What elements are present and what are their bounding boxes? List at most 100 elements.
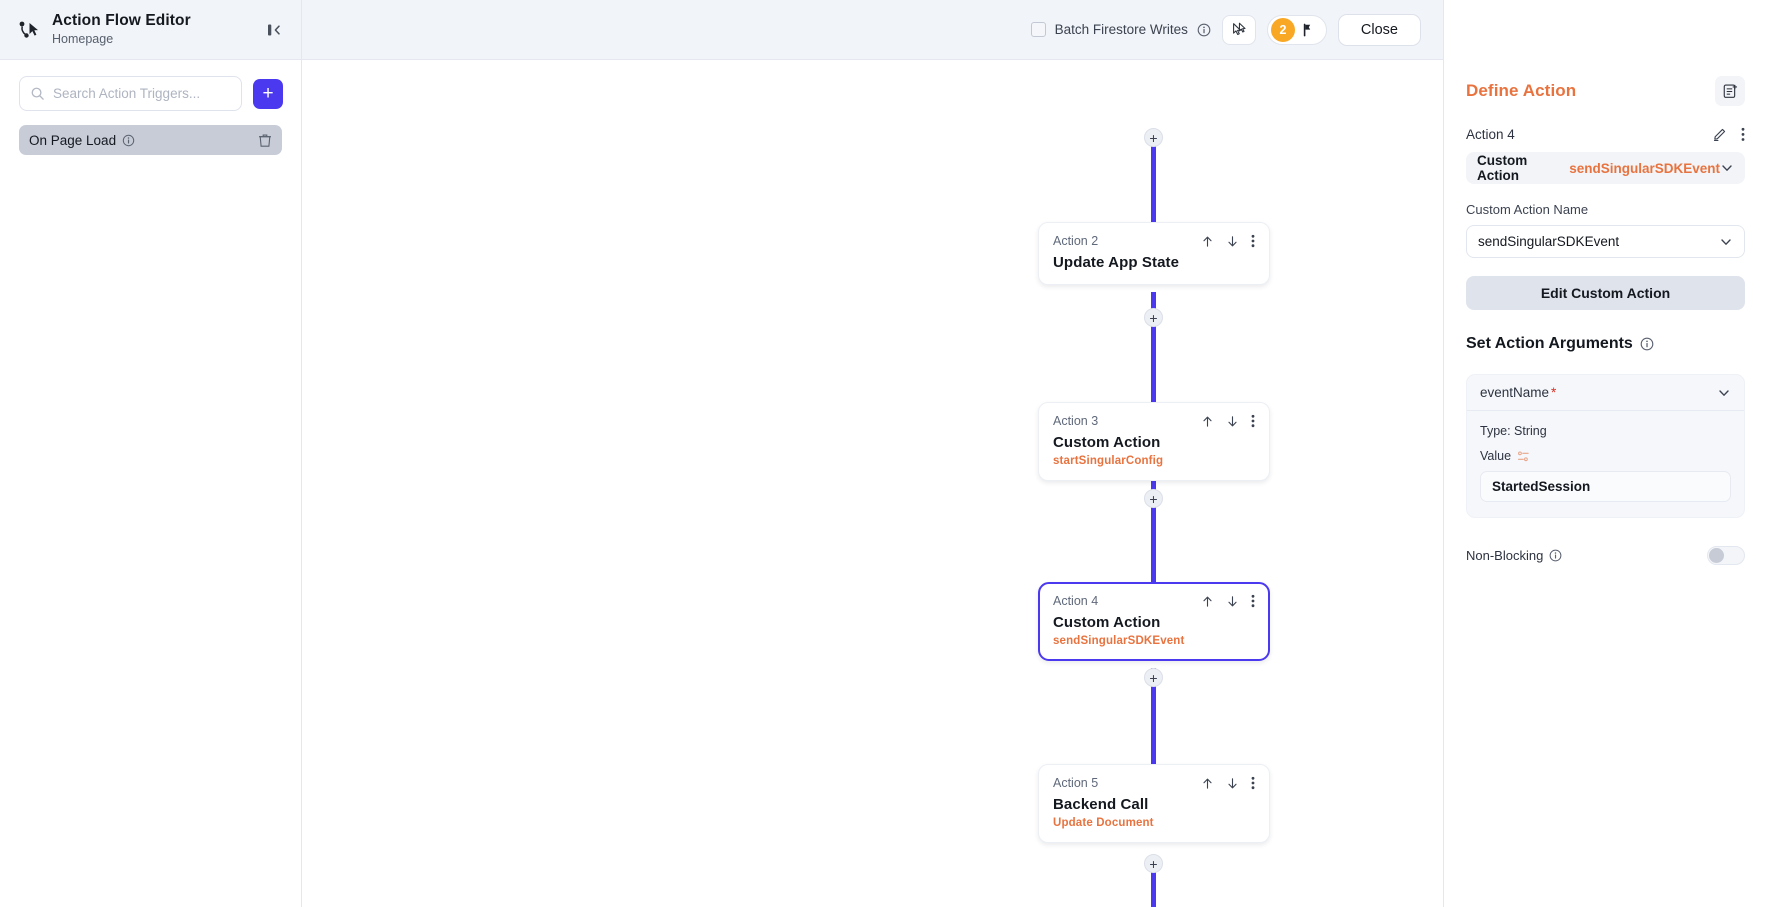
flow-node-header: Action 5 [1053, 776, 1255, 790]
define-action-panel: Define Action Action 4 [1443, 0, 1767, 907]
flow-node-subtitle: startSingularConfig [1053, 455, 1164, 467]
flow-node-action-4[interactable]: Action 4 Custom Action sendSingularSDKEv… [1038, 582, 1270, 661]
trigger-list: On Page Load [0, 111, 301, 155]
info-icon[interactable] [1197, 23, 1211, 37]
custom-action-name-value: sendSingularSDKEvent [1478, 234, 1620, 249]
arrow-down-icon[interactable] [1226, 595, 1239, 608]
flow-node-subtitle: sendSingularSDKEvent [1053, 635, 1185, 647]
argument-value-input[interactable]: StartedSession [1480, 471, 1731, 502]
search-box[interactable] [19, 76, 242, 111]
multi-cursor-icon-button[interactable] [1221, 14, 1256, 45]
flow-node-index: Action 4 [1053, 594, 1099, 608]
more-vertical-icon[interactable] [1741, 127, 1745, 142]
flow-node-controls [1201, 776, 1255, 790]
flow-node-index: Action 2 [1053, 234, 1099, 248]
custom-action-name-select[interactable]: sendSingularSDKEvent [1466, 225, 1745, 258]
flow-node-header: Action 3 [1053, 414, 1255, 428]
flow-node-title: Custom Action [1053, 614, 1161, 631]
flow-node-controls [1201, 234, 1255, 248]
argument-header[interactable]: eventName* [1467, 375, 1744, 411]
add-node-button-3[interactable] [1144, 489, 1163, 508]
set-variable-icon[interactable] [1517, 450, 1530, 463]
flow-node-controls [1201, 594, 1255, 608]
flag-icon [1302, 23, 1314, 37]
action-label: Action 4 [1466, 127, 1515, 142]
set-action-arguments-label: Set Action Arguments [1466, 335, 1633, 352]
info-icon[interactable] [1640, 337, 1654, 351]
more-vertical-icon[interactable] [1251, 414, 1255, 428]
flow-node-subtitle: Update Document [1053, 817, 1154, 829]
batch-firestore-writes-row[interactable]: Batch Firestore Writes [1030, 22, 1211, 37]
argument-value-row: Value [1480, 449, 1731, 463]
argument-body: Type: String Value StartedSession [1467, 411, 1744, 517]
arrow-up-icon[interactable] [1201, 235, 1214, 248]
action-type-select[interactable]: Custom Action sendSingularSDKEvent [1466, 152, 1745, 184]
edge-5-next [1151, 856, 1156, 907]
chevron-down-icon[interactable] [1720, 161, 1734, 175]
collapse-panel-icon[interactable] [259, 15, 289, 45]
argument-type: Type: String [1480, 424, 1547, 438]
info-icon[interactable] [1549, 549, 1562, 562]
action-row-icons [1712, 127, 1745, 142]
argument-card-eventName: eventName* Type: String Value [1466, 374, 1745, 518]
add-trigger-button[interactable]: + [253, 78, 283, 109]
edge-3-4 [1151, 476, 1156, 582]
edit-custom-action-button[interactable]: Edit Custom Action [1466, 276, 1745, 310]
more-vertical-icon[interactable] [1251, 776, 1255, 790]
search-input[interactable] [53, 86, 231, 101]
search-icon [30, 86, 45, 101]
arrow-down-icon[interactable] [1226, 777, 1239, 790]
flow-node-action-5[interactable]: Action 5 Backend Call Update Document [1038, 764, 1270, 843]
action-label-row: Action 4 [1466, 127, 1745, 142]
non-blocking-toggle[interactable] [1707, 546, 1745, 565]
add-node-button-1[interactable] [1144, 128, 1163, 147]
flow-node-action-3[interactable]: Action 3 Custom Action startSingularConf… [1038, 402, 1270, 481]
flow-node-controls [1201, 414, 1255, 428]
required-marker: * [1551, 385, 1557, 400]
argument-name-wrap: eventName* [1480, 385, 1717, 400]
chevron-down-icon[interactable] [1719, 235, 1733, 249]
flow-node-index: Action 3 [1053, 414, 1099, 428]
left-sidebar: Action Flow Editor Homepage [0, 0, 302, 907]
flow-node-action-2[interactable]: Action 2 Update App State [1038, 222, 1270, 285]
page-title: Action Flow Editor [52, 12, 191, 30]
non-blocking-label: Non-Blocking [1466, 548, 1544, 563]
sidebar-title-block: Action Flow Editor Homepage [52, 12, 259, 46]
edge-1-2 [1151, 130, 1156, 222]
badge-count: 2 [1270, 17, 1295, 42]
more-vertical-icon[interactable] [1251, 594, 1255, 608]
arrow-up-icon[interactable] [1201, 595, 1214, 608]
add-note-icon[interactable] [1715, 76, 1745, 106]
action-type-name: sendSingularSDKEvent [1569, 160, 1720, 176]
flow-node-title: Backend Call [1053, 796, 1149, 813]
action-type-prefix: Custom Action [1477, 153, 1528, 183]
issues-badge-pill[interactable]: 2 [1266, 14, 1327, 45]
arrow-down-icon[interactable] [1226, 415, 1239, 428]
info-icon[interactable] [122, 134, 135, 147]
flow-cursor-icon [14, 16, 42, 44]
chevron-down-icon[interactable] [1717, 386, 1731, 400]
close-button[interactable]: Close [1337, 13, 1421, 46]
flow-node-header: Action 4 [1053, 594, 1255, 608]
argument-value-label: Value [1480, 449, 1512, 463]
arrow-up-icon[interactable] [1201, 777, 1214, 790]
add-node-button-5[interactable] [1144, 854, 1163, 873]
batch-firestore-writes-checkbox[interactable] [1030, 22, 1046, 37]
canvas-header-bar: Batch Firestore Writes 2 [302, 0, 1443, 60]
non-blocking-row: Non-Blocking [1466, 546, 1745, 565]
custom-action-name-label: Custom Action Name [1466, 202, 1589, 217]
pencil-icon[interactable] [1712, 127, 1727, 142]
sidebar-item-on-page-load[interactable]: On Page Load [19, 125, 282, 155]
add-node-button-2[interactable] [1144, 308, 1163, 327]
page-subtitle: Homepage [52, 32, 114, 47]
arrow-up-icon[interactable] [1201, 415, 1214, 428]
multi-cursor-icon [1232, 22, 1246, 35]
add-node-button-4[interactable] [1144, 668, 1163, 687]
arrow-down-icon[interactable] [1226, 235, 1239, 248]
more-vertical-icon[interactable] [1251, 234, 1255, 248]
trash-icon[interactable] [258, 133, 272, 148]
flow-canvas[interactable]: Batch Firestore Writes 2 [302, 0, 1443, 907]
sidebar-header: Action Flow Editor Homepage [0, 0, 301, 60]
edge-4-5 [1151, 668, 1156, 764]
